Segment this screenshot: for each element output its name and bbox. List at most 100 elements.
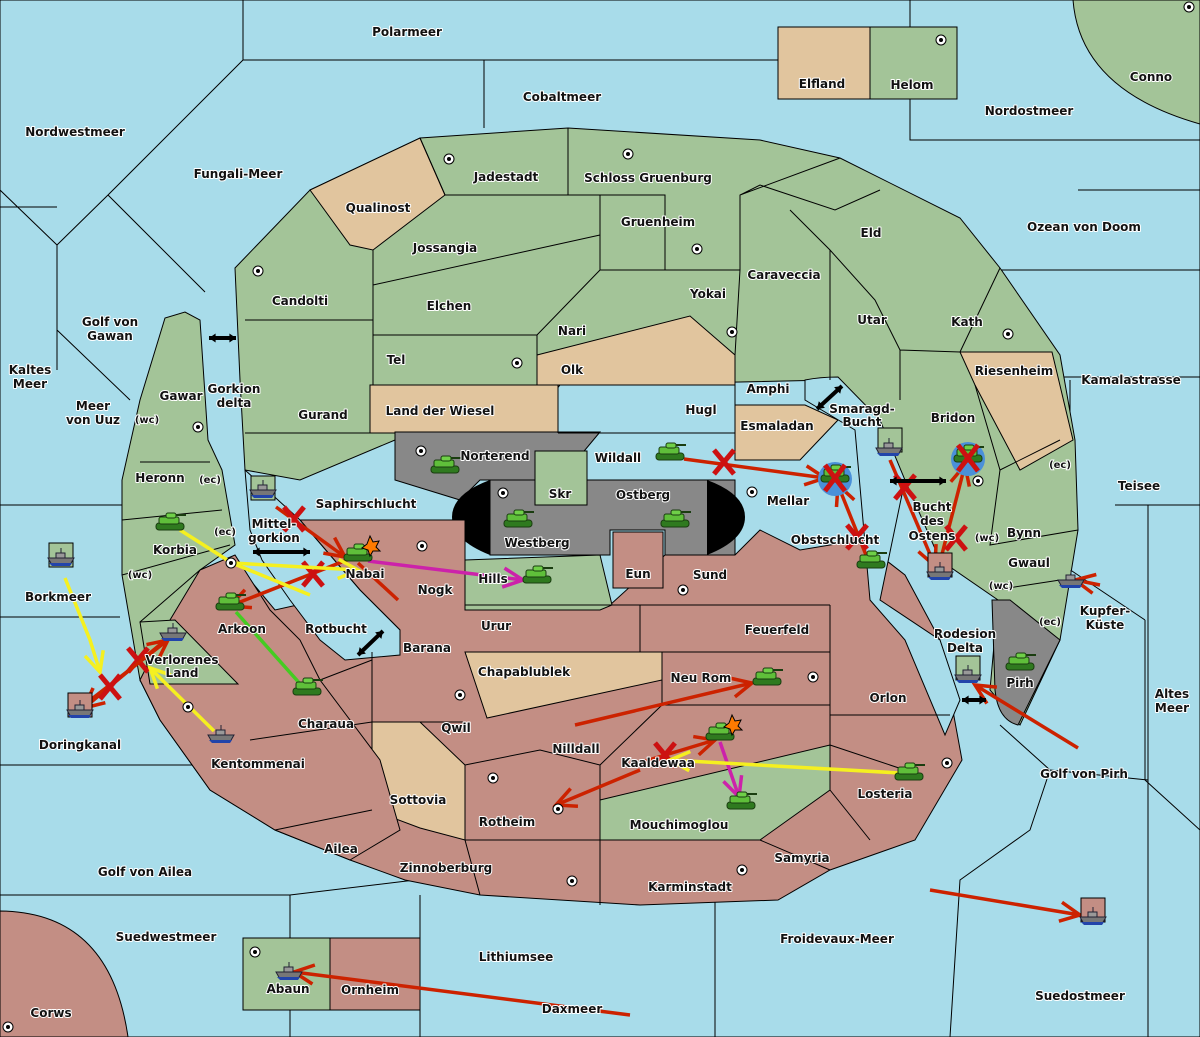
army-unit[interactable] bbox=[818, 462, 852, 496]
province-label: Eld bbox=[861, 226, 882, 240]
fleet-unit[interactable] bbox=[66, 692, 94, 718]
province-conno[interactable] bbox=[1072, 0, 1200, 125]
province-label: Neu Rom bbox=[671, 671, 732, 685]
army-unit[interactable] bbox=[292, 677, 323, 696]
supply-center-icon bbox=[552, 803, 564, 815]
tank-icon bbox=[894, 762, 925, 781]
army-unit[interactable] bbox=[1005, 652, 1036, 671]
tank-icon bbox=[292, 677, 323, 696]
province-norterend[interactable] bbox=[394, 431, 602, 501]
fleet-unit[interactable] bbox=[159, 623, 187, 641]
army-unit[interactable] bbox=[856, 550, 887, 569]
fleet-unit[interactable] bbox=[954, 655, 982, 683]
fleet-unit[interactable] bbox=[249, 475, 277, 501]
fleet-unit[interactable] bbox=[207, 725, 235, 743]
tank-icon bbox=[343, 543, 374, 562]
army-unit[interactable] bbox=[343, 534, 382, 562]
sea-label: Golf von Pirh bbox=[1040, 767, 1128, 781]
province-label: Wildall bbox=[595, 451, 641, 465]
province-label: Mouchimoglou bbox=[630, 818, 729, 832]
sea-label: Bucht bbox=[912, 500, 951, 514]
sea-label: Rodesion bbox=[934, 627, 996, 641]
ship-icon bbox=[1057, 570, 1085, 588]
army-unit[interactable] bbox=[215, 592, 246, 611]
province-corws[interactable] bbox=[0, 910, 129, 1037]
province-label: Nilldall bbox=[552, 742, 599, 756]
province-qualinost[interactable] bbox=[309, 137, 446, 251]
province-riesenheim[interactable] bbox=[959, 351, 1074, 471]
two-way-arrow-icon bbox=[209, 333, 236, 343]
province-label: Amphi bbox=[746, 382, 789, 396]
province-eun[interactable] bbox=[612, 531, 664, 589]
province-group-southwest bbox=[139, 554, 401, 861]
order-line bbox=[63, 577, 102, 673]
army-unit[interactable] bbox=[655, 442, 686, 461]
army-unit[interactable] bbox=[503, 509, 534, 528]
army-unit[interactable] bbox=[155, 512, 186, 531]
province-elfland[interactable] bbox=[777, 26, 871, 100]
province-label: Qwil bbox=[441, 721, 471, 735]
province-label: Jadestadt bbox=[473, 170, 539, 184]
convoy-arrows-layer bbox=[209, 333, 986, 705]
province-label: Utar bbox=[857, 313, 887, 327]
province-label: Nabai bbox=[346, 567, 385, 581]
tank-icon bbox=[215, 592, 246, 611]
units-layer bbox=[47, 427, 1107, 980]
province-label: Yokai bbox=[689, 287, 726, 301]
fleet-unit[interactable] bbox=[1079, 897, 1107, 925]
province-label: Elchen bbox=[427, 299, 472, 313]
explosion-icon bbox=[360, 534, 382, 558]
province-label: Obstschlucht bbox=[791, 533, 880, 547]
province-label: Orlon bbox=[869, 691, 906, 705]
province-label: Tel bbox=[387, 353, 406, 367]
fleet-unit[interactable] bbox=[47, 542, 75, 568]
army-unit[interactable] bbox=[430, 455, 461, 474]
army-unit[interactable] bbox=[726, 791, 757, 810]
fleet-unit[interactable] bbox=[1057, 570, 1085, 588]
sea-label: Kamalastrasse bbox=[1081, 373, 1181, 387]
order-line bbox=[574, 681, 753, 727]
province-label: Mellar bbox=[767, 494, 809, 508]
province-skr[interactable] bbox=[534, 450, 588, 506]
army-unit[interactable] bbox=[894, 762, 925, 781]
province-label: Elfland bbox=[799, 77, 845, 91]
fleet-unit[interactable] bbox=[275, 962, 303, 980]
province-mouchimoglou[interactable] bbox=[599, 744, 831, 841]
dislodged-x-icon bbox=[823, 463, 847, 493]
impassable-east bbox=[707, 480, 745, 555]
ship-icon bbox=[66, 700, 94, 718]
explosion-icon bbox=[722, 713, 744, 737]
sea-label: Meer bbox=[13, 377, 47, 391]
ship-icon bbox=[875, 438, 903, 456]
army-unit[interactable] bbox=[951, 442, 985, 476]
arrowhead bbox=[1058, 900, 1084, 923]
supply-center-icon bbox=[1183, 1, 1195, 13]
sea-label: Teisee bbox=[1118, 479, 1160, 493]
order-line bbox=[683, 457, 826, 480]
sea-label: Küste bbox=[1086, 618, 1125, 632]
supply-center-icon bbox=[1002, 328, 1014, 340]
province-label: Eun bbox=[625, 567, 650, 581]
supply-center-icon bbox=[677, 584, 689, 596]
fleet-unit[interactable] bbox=[875, 427, 903, 456]
army-unit[interactable] bbox=[522, 565, 553, 584]
order-arrow bbox=[234, 610, 304, 688]
province-ornheim[interactable] bbox=[329, 937, 421, 1011]
sea-label: Kaltes bbox=[9, 363, 52, 377]
ship-icon bbox=[47, 548, 75, 566]
arrowhead bbox=[665, 749, 691, 773]
sea-label: Gorkion bbox=[208, 382, 261, 396]
army-unit[interactable] bbox=[705, 713, 744, 741]
fleet-unit[interactable] bbox=[926, 552, 954, 580]
province-label: Ornheim bbox=[341, 983, 399, 997]
army-unit[interactable] bbox=[660, 509, 691, 528]
tank-icon bbox=[522, 565, 553, 584]
army-unit[interactable] bbox=[752, 667, 783, 686]
sea-label: Daxmeer bbox=[542, 1002, 603, 1016]
supply-center-icon bbox=[972, 475, 984, 487]
supply-center-icon bbox=[415, 445, 427, 457]
province-label: Gurand bbox=[298, 408, 348, 422]
province-label: Conno bbox=[1130, 70, 1172, 84]
